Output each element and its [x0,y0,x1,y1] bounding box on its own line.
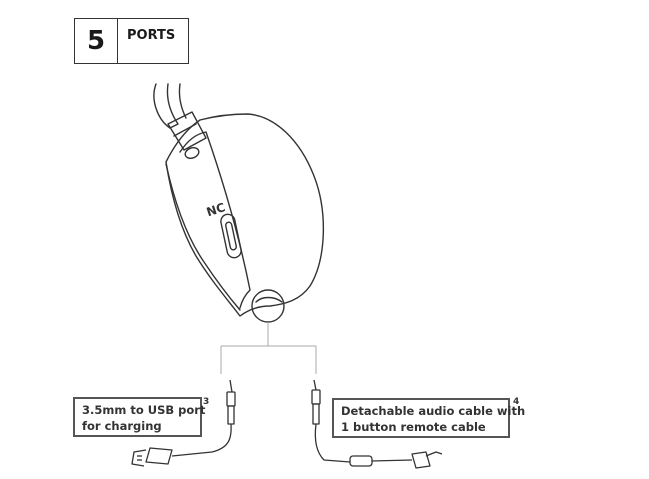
callout-usb-number: 3 [203,397,210,407]
nc-label: NC [205,200,227,219]
callout-audio-cable: Detachable audio cable with 1 button rem… [332,398,526,438]
callout-usb-charging: 3.5mm to USB port for charging [73,397,206,437]
power-button-icon [184,147,200,159]
headband [153,83,179,129]
callout-usb-line2: for charging [82,419,162,433]
audio-cable-icon [311,379,443,469]
nc-slider [220,213,242,259]
callout-audio-line1: Detachable audio cable with [341,404,526,418]
earcup [165,113,325,317]
section-header: 5 PORTS [74,18,189,64]
callout-audio-line2: 1 button remote cable [341,420,486,434]
section-number: 5 [75,19,118,63]
callout-usb-line1: 3.5mm to USB port [82,403,206,417]
section-title: PORTS [127,28,176,43]
usb-cable-icon [131,379,236,467]
callout-audio-number: 4 [513,397,520,407]
